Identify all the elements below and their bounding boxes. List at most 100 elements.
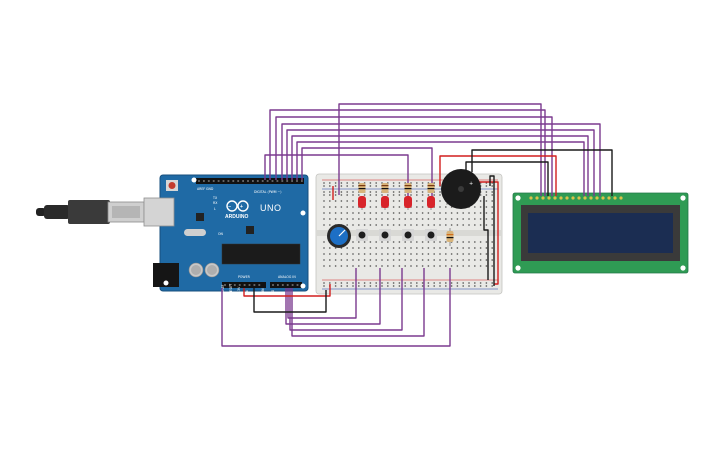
- breadboard-hole: [462, 253, 464, 255]
- breadboard-hole: [387, 218, 389, 220]
- header-pin: [272, 284, 274, 286]
- breadboard-hole: [404, 247, 406, 249]
- breadboard-hole: [387, 247, 389, 249]
- breadboard-hole: [352, 218, 354, 220]
- breadboard-hole: [323, 218, 325, 220]
- breadboard-hole: [363, 285, 366, 287]
- breadboard-hole: [491, 200, 493, 202]
- breadboard-hole: [450, 224, 453, 226]
- breadboard-hole: [375, 285, 377, 287]
- breadboard-hole: [439, 200, 441, 202]
- breadboard-hole: [323, 285, 325, 287]
- breadboard-hole: [346, 182, 348, 184]
- lcd-pin: [559, 196, 563, 200]
- breadboard-hole: [474, 282, 476, 284]
- breadboard-hole: [410, 265, 412, 267]
- breadboard-hole: [439, 259, 441, 261]
- breadboard-hole: [323, 253, 325, 255]
- breadboard-hole: [427, 259, 430, 261]
- breadboard-hole: [421, 182, 424, 184]
- wire-d-lcd-1: [269, 109, 546, 196]
- breadboard-hole: [334, 206, 337, 208]
- breadboard-hole: [479, 282, 482, 284]
- breadboard-hole: [329, 191, 331, 193]
- header-pin: [198, 180, 200, 182]
- breadboard-hole: [334, 265, 337, 267]
- breadboard-hole: [433, 253, 435, 255]
- header-pin: [243, 284, 246, 286]
- breadboard-hole: [358, 194, 360, 196]
- digital-label: DIGITAL (PWM ~): [254, 190, 281, 194]
- breadboard-hole: [421, 200, 424, 202]
- breadboard-hole: [450, 259, 453, 261]
- a0-label: A0: [271, 290, 275, 294]
- rx-label: RX: [213, 201, 218, 205]
- wires-purple: [221, 103, 601, 347]
- wire-d-lcd-5: [291, 135, 589, 196]
- header-pin: [253, 284, 256, 286]
- breadboard-hole: [392, 206, 395, 208]
- breadboard-hole: [416, 241, 418, 243]
- breadboard-hole: [433, 241, 435, 243]
- breadboard-hole: [427, 253, 430, 255]
- breadboard-hole: [369, 253, 372, 255]
- breadboard-hole: [474, 241, 476, 243]
- breadboard-hole: [491, 185, 493, 187]
- breadboard-hole: [387, 253, 389, 255]
- resistor-5: [446, 228, 454, 246]
- breadboard-hole: [462, 282, 464, 284]
- breadboard-hole: [439, 253, 441, 255]
- breadboard-hole: [363, 241, 366, 243]
- wire-vcc-lcd: [439, 155, 557, 196]
- button-3: [425, 229, 437, 241]
- breadboard-hole: [421, 224, 424, 226]
- breadboard-hole: [479, 253, 482, 255]
- breadboard-hole: [323, 191, 325, 193]
- breadboard-hole: [485, 224, 488, 226]
- breadboard-hole: [404, 265, 406, 267]
- breadboard-hole: [404, 253, 406, 255]
- breadboard-hole: [427, 241, 430, 243]
- breadboard-hole: [410, 224, 412, 226]
- breadboard-hole: [491, 191, 493, 193]
- breadboard-hole: [369, 182, 372, 184]
- header-pin: [232, 180, 235, 182]
- breadboard-hole: [398, 259, 401, 261]
- breadboard-hole: [450, 285, 453, 287]
- breadboard-hole: [381, 285, 383, 287]
- breadboard-hole: [462, 259, 464, 261]
- breadboard-hole: [450, 282, 453, 284]
- breadboard-hole: [329, 253, 331, 255]
- breadboard-hole: [358, 218, 360, 220]
- lcd-pin: [529, 196, 533, 200]
- header-pin: [237, 180, 240, 182]
- breadboard-hole: [485, 265, 488, 267]
- breadboard-hole: [329, 182, 331, 184]
- breadboard-hole: [340, 194, 343, 196]
- breadboard-hole: [485, 247, 488, 249]
- breadboard-hole: [456, 282, 459, 284]
- breadboard-hole: [491, 265, 493, 267]
- breadboard-hole: [485, 282, 488, 284]
- breadboard-hole: [479, 259, 482, 261]
- breadboard-hole: [375, 182, 377, 184]
- breadboard-hole: [329, 212, 331, 214]
- breadboard-hole: [485, 253, 488, 255]
- breadboard-hole: [404, 282, 406, 284]
- breadboard-hole: [410, 282, 412, 284]
- breadboard-hole: [433, 224, 435, 226]
- breadboard-hole: [387, 241, 389, 243]
- breadboard-hole: [375, 200, 377, 202]
- potentiometer: [327, 224, 351, 248]
- breadboard-hole: [450, 212, 453, 214]
- breadboard-hole: [485, 212, 488, 214]
- header-pin: [212, 180, 215, 182]
- breadboard-hole: [421, 247, 424, 249]
- breadboard-hole: [485, 285, 488, 287]
- breadboard-hole: [392, 253, 395, 255]
- breadboard-hole: [474, 265, 476, 267]
- breadboard-hole: [485, 218, 488, 220]
- v5-label: 5V: [245, 289, 249, 294]
- breadboard-hole: [404, 285, 406, 287]
